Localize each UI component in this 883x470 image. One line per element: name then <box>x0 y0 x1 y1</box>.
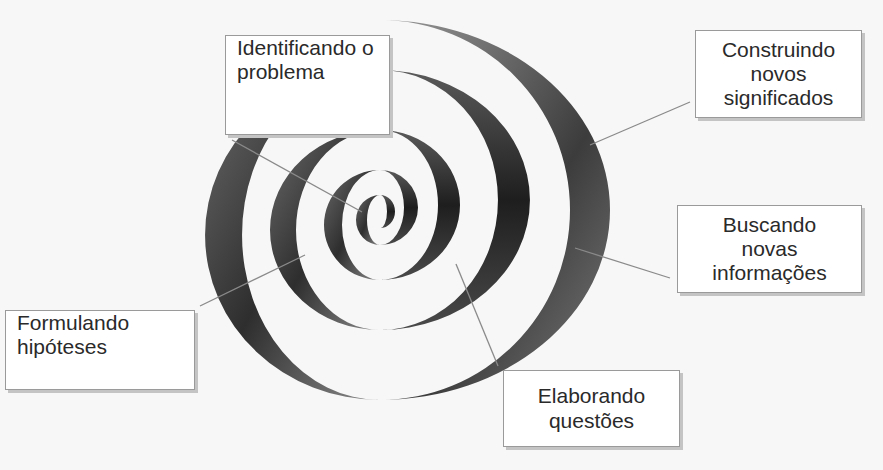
spiral-band <box>380 195 395 228</box>
box-label: Formulando hipóteses <box>17 311 167 359</box>
label-box: Identificando o problema <box>225 35 390 135</box>
spiral-band <box>324 170 380 280</box>
leader-line <box>456 264 498 366</box>
spiral-band <box>270 130 380 330</box>
box-label: Elaborando questões <box>517 384 667 432</box>
spiral-band <box>380 170 418 245</box>
box-label: Buscando novas informações <box>700 213 840 285</box>
label-box: Construindo novos significados <box>695 30 862 118</box>
spiral-band <box>356 195 380 245</box>
leader-line <box>232 140 362 212</box>
box-label: Construindo novos significados <box>709 38 849 110</box>
spiral-band <box>380 20 610 400</box>
leader-line <box>200 255 305 306</box>
leader-line <box>590 102 690 145</box>
spiral-band <box>380 70 530 330</box>
label-box: Buscando novas informações <box>677 205 862 293</box>
box-label: Identificando o problema <box>237 36 377 84</box>
label-box: Formulando hipóteses <box>5 310 195 390</box>
spiral-band <box>380 130 460 280</box>
leader-line <box>575 248 670 278</box>
label-box: Elaborando questões <box>503 370 680 447</box>
